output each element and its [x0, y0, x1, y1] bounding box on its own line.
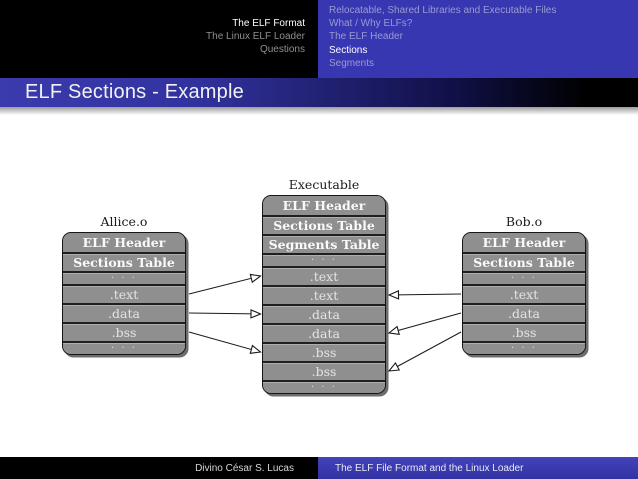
mapping-arrow-3 — [387, 290, 462, 300]
elf-row-executable-sectionstable: Sections Table — [263, 215, 385, 234]
elf-row-executable-text: .text — [263, 285, 385, 304]
elf-row-executable-data: .data — [263, 304, 385, 323]
nav-section-0[interactable]: Relocatable, Shared Libraries and Execut… — [329, 5, 557, 16]
elf-row-executable-segmentstable: Segments Table — [263, 234, 385, 253]
elf-row-allice-bss: .bss — [63, 322, 185, 341]
elf-row-bob-sectionstable: Sections Table — [463, 252, 585, 271]
footer-author: Divino César S. Lucas — [195, 462, 294, 474]
elf-row-allice-text: .text — [63, 284, 185, 303]
elf-row-bob-dots: · · · — [463, 341, 585, 354]
elf-row-allice-dots: · · · — [63, 271, 185, 284]
elf-row-bob-bss: .bss — [463, 322, 585, 341]
footline: Divino César S. Lucas The ELF File Forma… — [0, 457, 638, 479]
mapping-arrow-1 — [188, 309, 262, 319]
elf-row-executable-dots: · · · — [263, 380, 385, 393]
nav-section-1[interactable]: What / Why ELFs? — [329, 18, 413, 30]
nav-section-4[interactable]: Segments — [329, 57, 375, 69]
headline-sections: Relocatable, Shared Libraries and Execut… — [318, 0, 638, 78]
elf-row-bob-text: .text — [463, 284, 585, 303]
elf-row-executable-elfheader: ELF Header — [263, 196, 385, 215]
elf-row-executable-bss: .bss — [263, 342, 385, 361]
nav-part-1[interactable]: The Linux ELF Loader — [206, 31, 305, 43]
box-label-allice: Allice.o — [100, 214, 148, 229]
elf-row-allice-data: .data — [63, 303, 185, 322]
footline-author-cell: Divino César S. Lucas — [0, 457, 318, 479]
elf-row-bob-dots: · · · — [463, 271, 585, 284]
elf-row-executable-data: .data — [263, 323, 385, 342]
nav-section-2[interactable]: The ELF Header — [329, 31, 403, 43]
box-label-bob: Bob.o — [505, 214, 543, 229]
nav-part-0[interactable]: The ELF Format — [232, 18, 305, 29]
elf-row-bob-elfheader: ELF Header — [463, 233, 585, 252]
elf-row-executable-dots: · · · — [263, 253, 385, 266]
box-label-executable: Executable — [288, 177, 360, 192]
nav-section-3[interactable]: Sections — [329, 44, 368, 56]
mapping-arrow-0 — [188, 273, 262, 295]
nav-part-2[interactable]: Questions — [259, 44, 305, 56]
elf-row-allice-sectionstable: Sections Table — [63, 252, 185, 271]
elf-row-executable-text: .text — [263, 266, 385, 285]
frame-title-bar: ELF Sections - Example — [0, 78, 638, 107]
elf-row-allice-elfheader: ELF Header — [63, 233, 185, 252]
elf-row-allice-dots: · · · — [63, 341, 185, 354]
title-shadow — [0, 107, 638, 115]
mapping-arrow-2 — [188, 331, 262, 354]
elf-row-executable-bss: .bss — [263, 361, 385, 380]
mapping-arrow-4 — [387, 312, 462, 335]
mapping-arrow-5 — [387, 331, 462, 372]
elf-row-bob-data: .data — [463, 303, 585, 322]
footline-title-cell: The ELF File Format and the Linux Loader — [318, 457, 638, 479]
page-title: ELF Sections - Example — [25, 81, 244, 103]
footer-doc-title: The ELF File Format and the Linux Loader — [335, 462, 524, 474]
